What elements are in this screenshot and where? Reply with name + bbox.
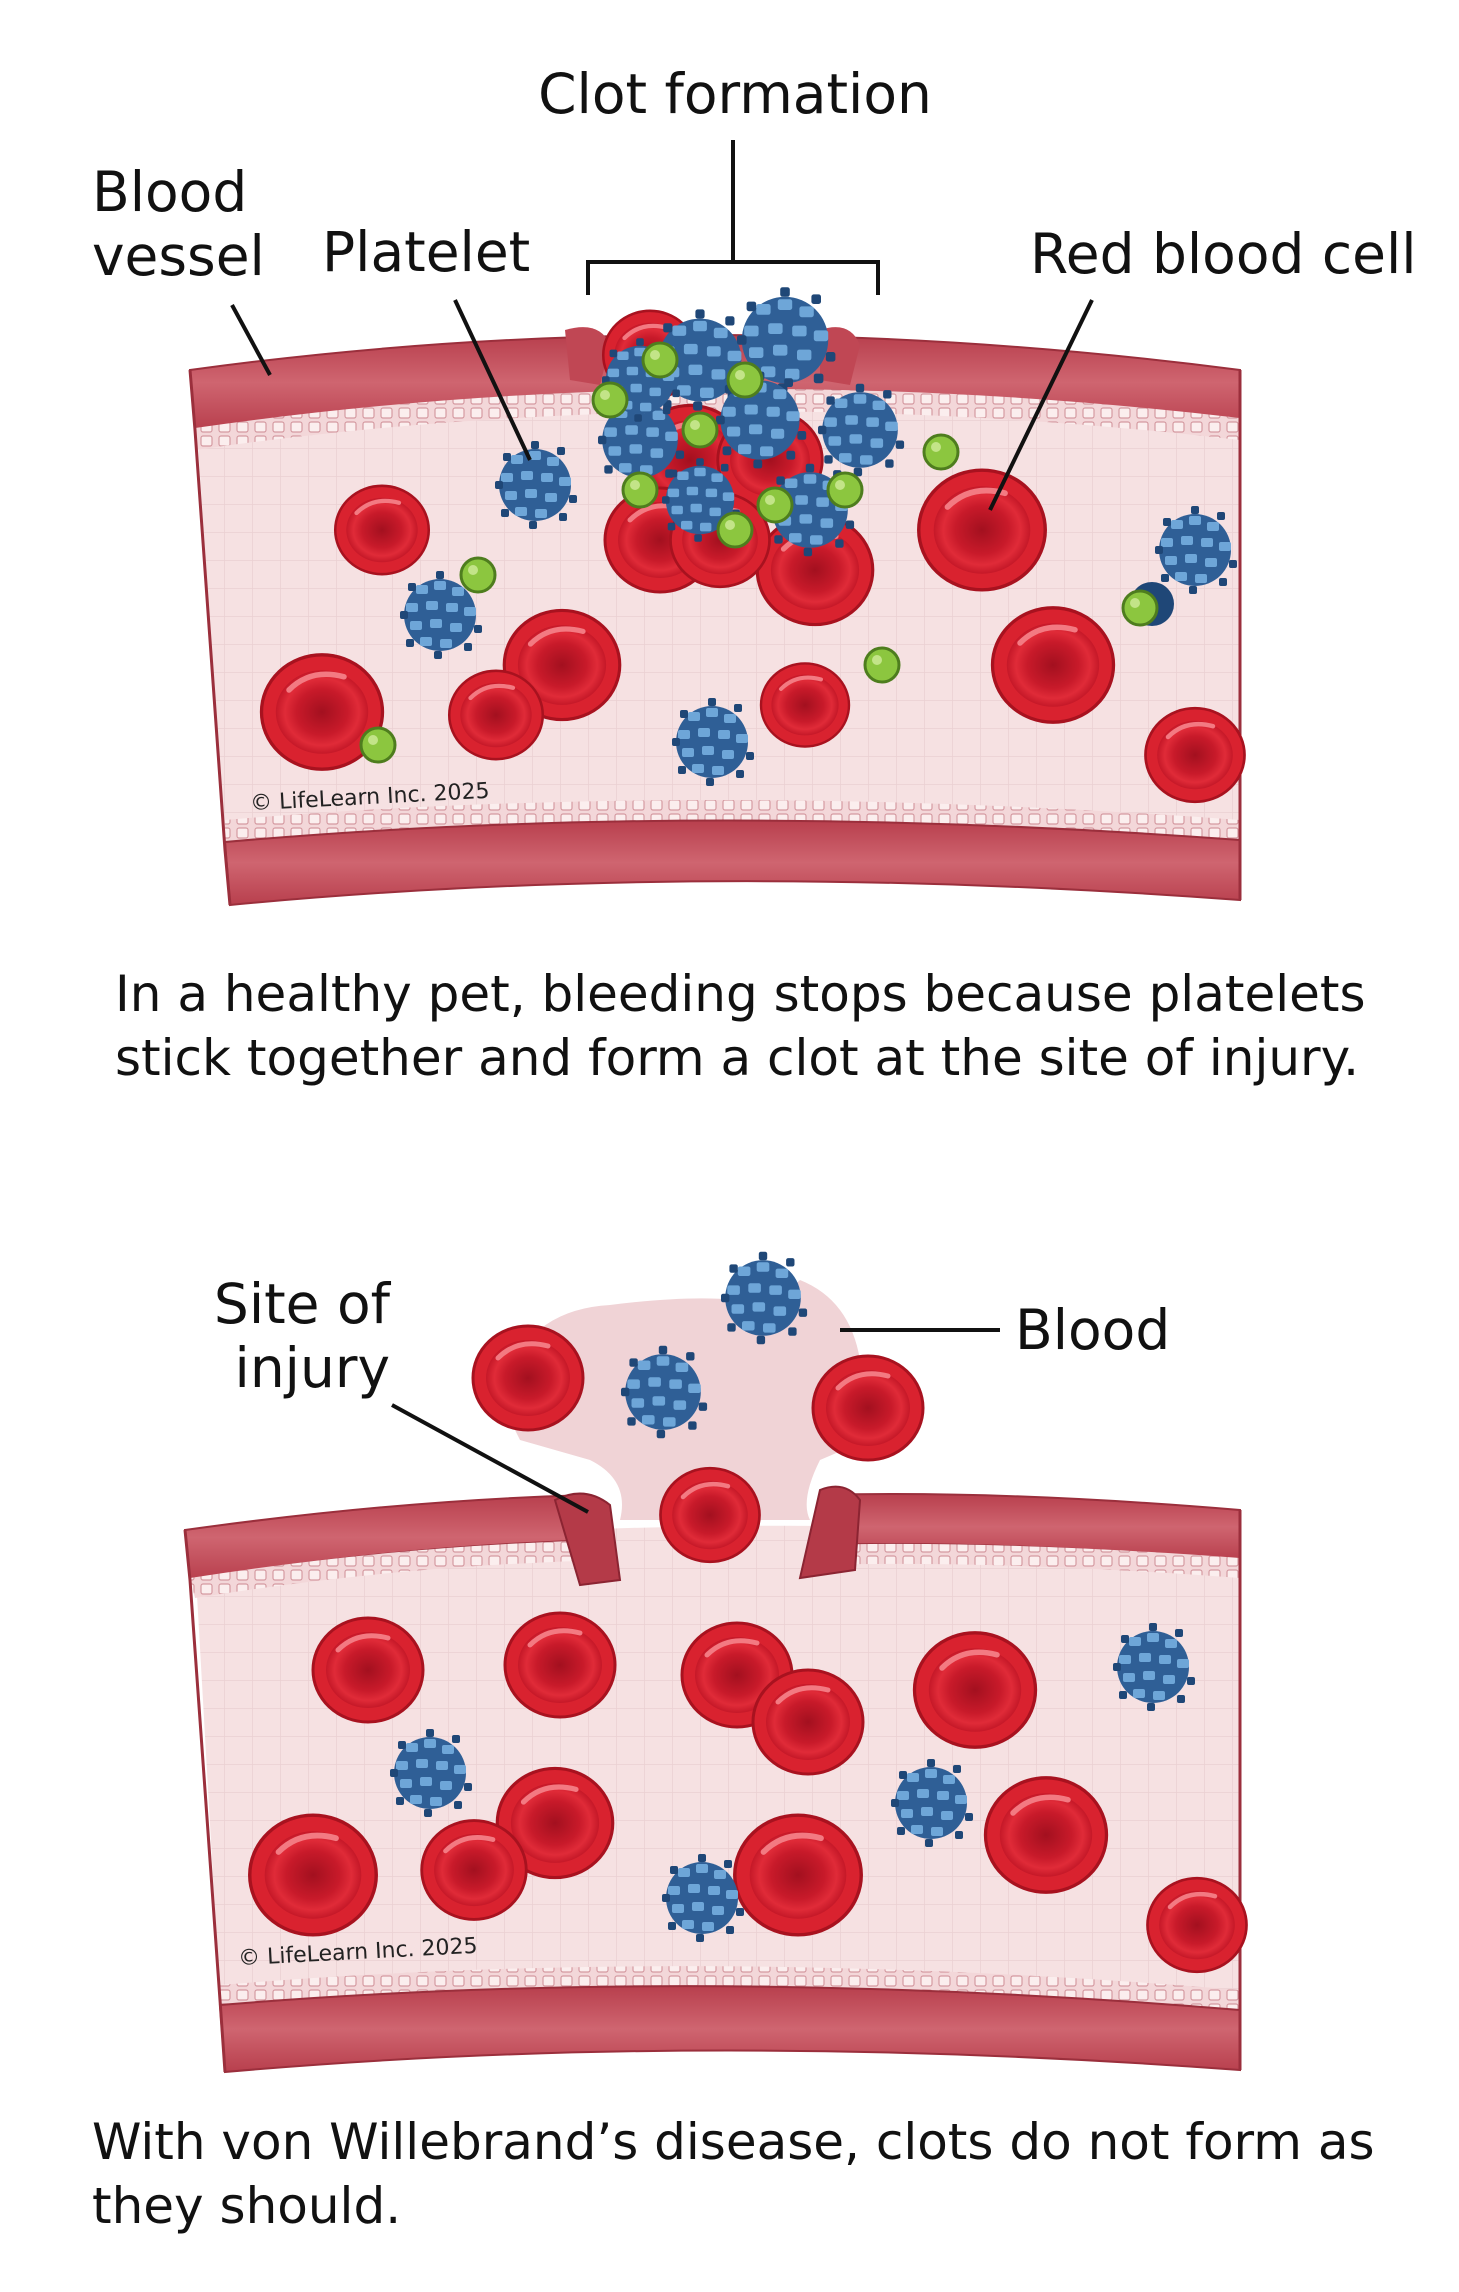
bottom-vessel <box>183 1280 1242 2074</box>
top-leader-lines <box>230 140 1094 511</box>
caption-bottom: With von Willebrand’s disease, clots do … <box>92 2113 1375 2235</box>
label-clot-formation: Clot formation <box>538 62 932 126</box>
label-site-of-injury-line2: injury <box>234 1336 390 1400</box>
clot-cluster <box>565 287 905 624</box>
leader-blood-vessel <box>230 304 272 376</box>
top-cells <box>262 433 1245 802</box>
leader-site-of-injury <box>391 1403 589 1514</box>
leader-red-blood-cell <box>988 299 1094 511</box>
leader-platelet <box>453 299 532 461</box>
label-blood: Blood <box>1015 1298 1171 1362</box>
label-red-blood-cell: Red blood cell <box>1030 222 1417 286</box>
bracket-clot-formation <box>586 140 880 295</box>
label-blood-vessel-line1: Blood <box>92 160 248 224</box>
label-blood-vessel: Blood vessel <box>92 160 265 288</box>
caption-top: In a healthy pet, bleeding stops because… <box>115 965 1366 1087</box>
label-blood-vessel-line2: vessel <box>92 224 265 288</box>
bottom-leader-lines <box>391 1328 1000 1514</box>
label-site-of-injury: Site of injury <box>180 1272 390 1400</box>
label-site-of-injury-line1: Site of <box>213 1272 390 1336</box>
label-platelet: Platelet <box>322 220 531 284</box>
